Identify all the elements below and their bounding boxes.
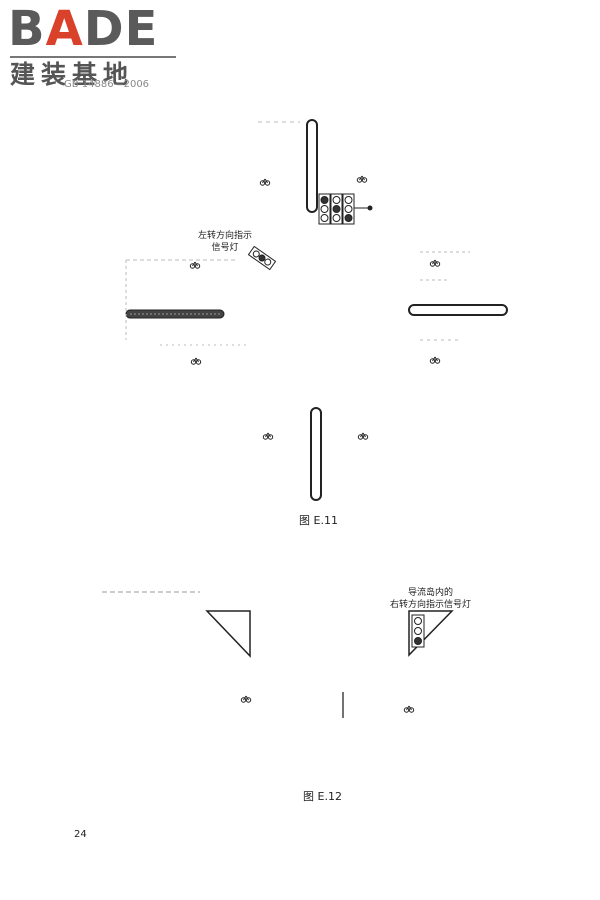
median-island-south bbox=[310, 407, 322, 501]
bicycle-icon bbox=[429, 356, 441, 364]
figure-e11-caption: 图 E.11 bbox=[299, 514, 338, 527]
logo-subtitle: 建装基地 bbox=[10, 60, 135, 89]
figure-e12-diagram bbox=[102, 591, 454, 718]
signal-head-cluster bbox=[318, 193, 355, 225]
logo-rule bbox=[10, 56, 176, 58]
median-island-east bbox=[408, 304, 508, 316]
bicycle-icon bbox=[190, 357, 202, 365]
logo-wordmark: BADE bbox=[8, 1, 159, 57]
annotation-line: 右转方向指示信号灯 bbox=[390, 600, 472, 610]
bicycle-icon bbox=[403, 705, 415, 713]
left-turn-signal-annotation: 左转方向指示 信号灯 bbox=[198, 230, 252, 254]
bicycle-icon bbox=[357, 432, 369, 440]
standard-code: GB 14886—2006 bbox=[64, 79, 150, 90]
figure-e12-caption: 图 E.12 bbox=[303, 790, 342, 803]
bicycle-icon bbox=[259, 178, 271, 186]
channel-island-left bbox=[205, 610, 251, 658]
annotation-line: 导流岛内的 bbox=[408, 588, 454, 598]
median-island-north bbox=[306, 119, 318, 213]
annotation-line: 左转方向指示 bbox=[198, 231, 253, 241]
bicycle-icons bbox=[189, 175, 441, 440]
right-turn-signal-annotation: 导流岛内的 右转方向指示信号灯 bbox=[390, 587, 471, 611]
annotation-line: 信号灯 bbox=[211, 243, 239, 253]
left-turn-signal-head bbox=[247, 245, 277, 271]
bade-logo: BADE 建装基地 bbox=[8, 4, 178, 94]
bicycle-icon bbox=[356, 175, 368, 183]
bicycle-icon bbox=[262, 432, 274, 440]
right-turn-signal-head bbox=[411, 614, 425, 648]
bicycle-icon bbox=[429, 259, 441, 267]
bicycle-icon bbox=[240, 695, 252, 703]
bicycle-icon bbox=[189, 261, 201, 269]
page-number: 24 bbox=[74, 829, 87, 840]
